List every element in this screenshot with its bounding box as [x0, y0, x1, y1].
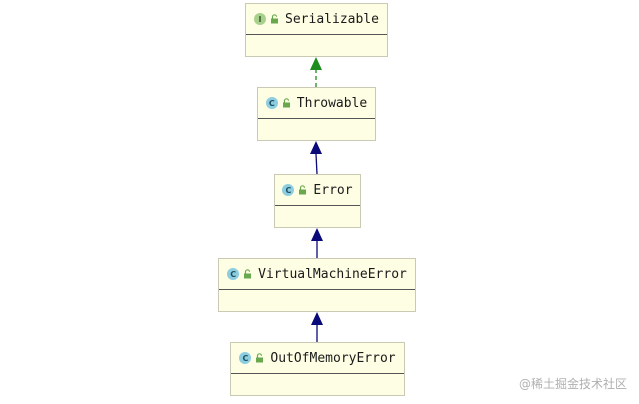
implements-arrowhead	[310, 57, 322, 70]
class-icon: C	[265, 97, 278, 109]
class-box-error[interactable]: C Error	[274, 174, 361, 228]
relations-layer	[310, 57, 323, 342]
extends-edge-line	[315, 153, 318, 175]
extends-arrowhead	[310, 141, 322, 154]
class-name: Serializable	[285, 11, 379, 27]
class-header: I Serializable	[246, 4, 387, 35]
class-box-virtual-machine-error[interactable]: C VirtualMachineError	[218, 258, 416, 312]
class-name: VirtualMachineError	[258, 266, 407, 282]
class-header: C Throwable	[258, 88, 375, 119]
abstract-class-icon: C	[227, 268, 240, 280]
class-box-out-of-memory-error[interactable]: C OutOfMemoryError	[230, 342, 405, 396]
open-lock-icon	[256, 353, 264, 363]
class-box-throwable[interactable]: C Throwable	[257, 87, 376, 141]
class-icon: C	[282, 184, 295, 196]
open-lock-icon	[282, 98, 290, 108]
open-lock-icon	[299, 185, 307, 195]
interface-icon: I	[254, 13, 267, 25]
class-header: C Error	[275, 175, 360, 206]
class-name: Error	[313, 182, 353, 198]
class-name: Throwable	[296, 95, 368, 111]
open-lock-icon	[244, 269, 252, 279]
watermark: @稀土掘金技术社区	[518, 377, 627, 391]
class-name: OutOfMemoryError	[270, 350, 396, 366]
open-lock-icon	[271, 14, 279, 24]
extends-arrowhead	[311, 312, 323, 325]
class-icon: C	[239, 352, 252, 364]
class-header: C OutOfMemoryError	[231, 343, 404, 374]
extends-arrowhead	[311, 228, 323, 241]
class-box-serializable[interactable]: I Serializable	[245, 3, 388, 57]
class-header: C VirtualMachineError	[219, 259, 415, 290]
